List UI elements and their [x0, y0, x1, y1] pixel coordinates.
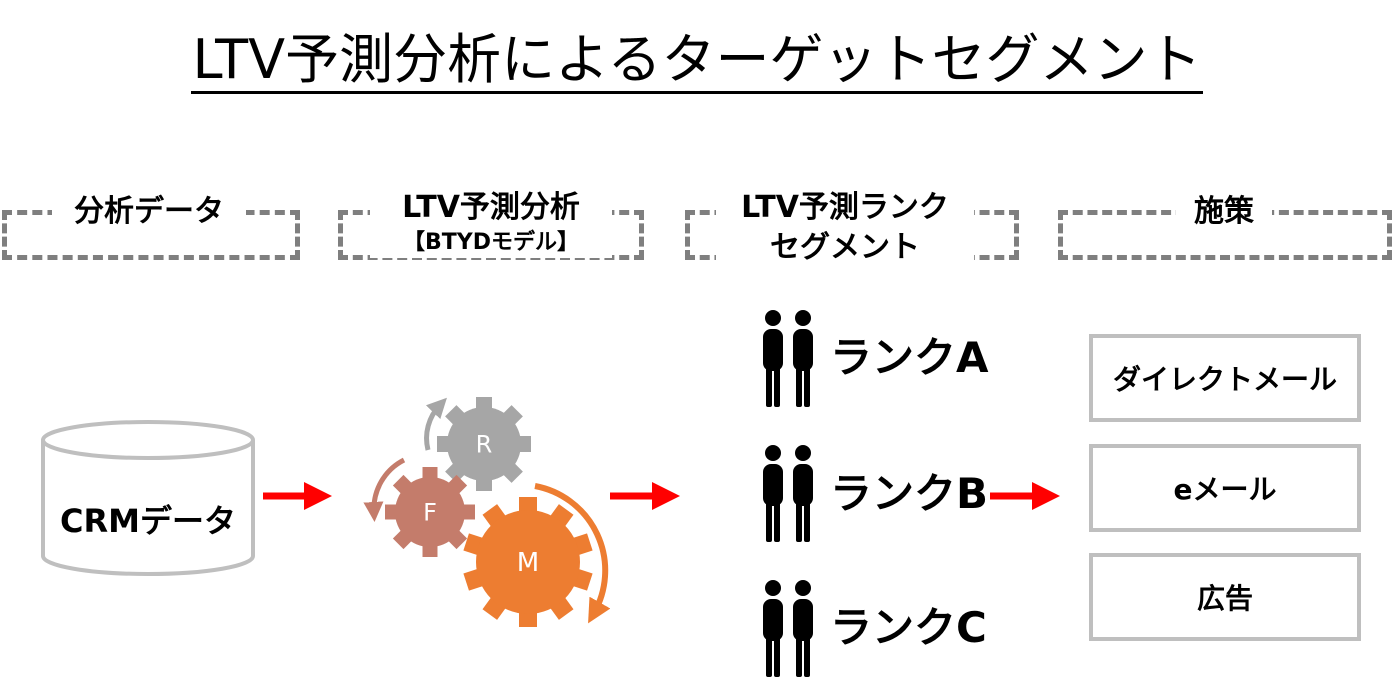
step-label-data-text: 分析データ [74, 194, 224, 229]
person-pair-icon [763, 445, 813, 542]
rotation-arrow-icon [363, 457, 406, 522]
action-box-ads: 広告 [1089, 553, 1361, 641]
action-label-ads: 広告 [1196, 582, 1253, 615]
person-pair-icon [763, 310, 813, 407]
step-label-rank-text: LTV予測ランク [741, 190, 949, 225]
page-title-text: LTV予測分析によるターゲットセグメント [190, 28, 1204, 94]
action-box-email: eメール [1089, 444, 1361, 532]
action-label-direct-mail: ダイレクトメール [1112, 363, 1337, 396]
gear-letter: F [423, 498, 437, 526]
crm-data-label: CRMデータ [60, 502, 236, 540]
rank-label-b: ランクB [830, 469, 989, 518]
rotation-arrow-icon [534, 483, 611, 624]
page-title: LTV予測分析によるターゲットセグメント [0, 24, 1394, 96]
action-label-email: eメール [1173, 473, 1277, 506]
person-pair-icon [763, 580, 813, 677]
database-icon [41, 420, 255, 576]
step-label-rank-sub: セグメント [770, 230, 920, 265]
action-box-direct-mail: ダイレクトメール [1089, 334, 1361, 422]
step-label-data: 分析データ [52, 192, 246, 232]
step-label-action: 施策 [1176, 192, 1272, 232]
step-label-analysis: LTV予測分析 【BTYDモデル】 [370, 188, 612, 258]
gear-r-icon: R [437, 397, 531, 491]
rotation-arrow-icon [424, 397, 447, 451]
step-label-analysis-sub: 【BTYDモデル】 [403, 230, 579, 255]
rank-label-c: ランクC [830, 603, 987, 652]
gear-f-icon: F [385, 467, 475, 557]
gear-m-icon: M [463, 497, 593, 627]
step-label-analysis-text: LTV予測分析 [402, 190, 580, 225]
rank-label-a: ランクA [830, 333, 989, 382]
gear-letter: R [476, 430, 493, 458]
step-label-rank: LTV予測ランク セグメント [716, 188, 974, 268]
gear-letter: M [517, 548, 539, 578]
step-label-action-text: 施策 [1194, 194, 1254, 229]
